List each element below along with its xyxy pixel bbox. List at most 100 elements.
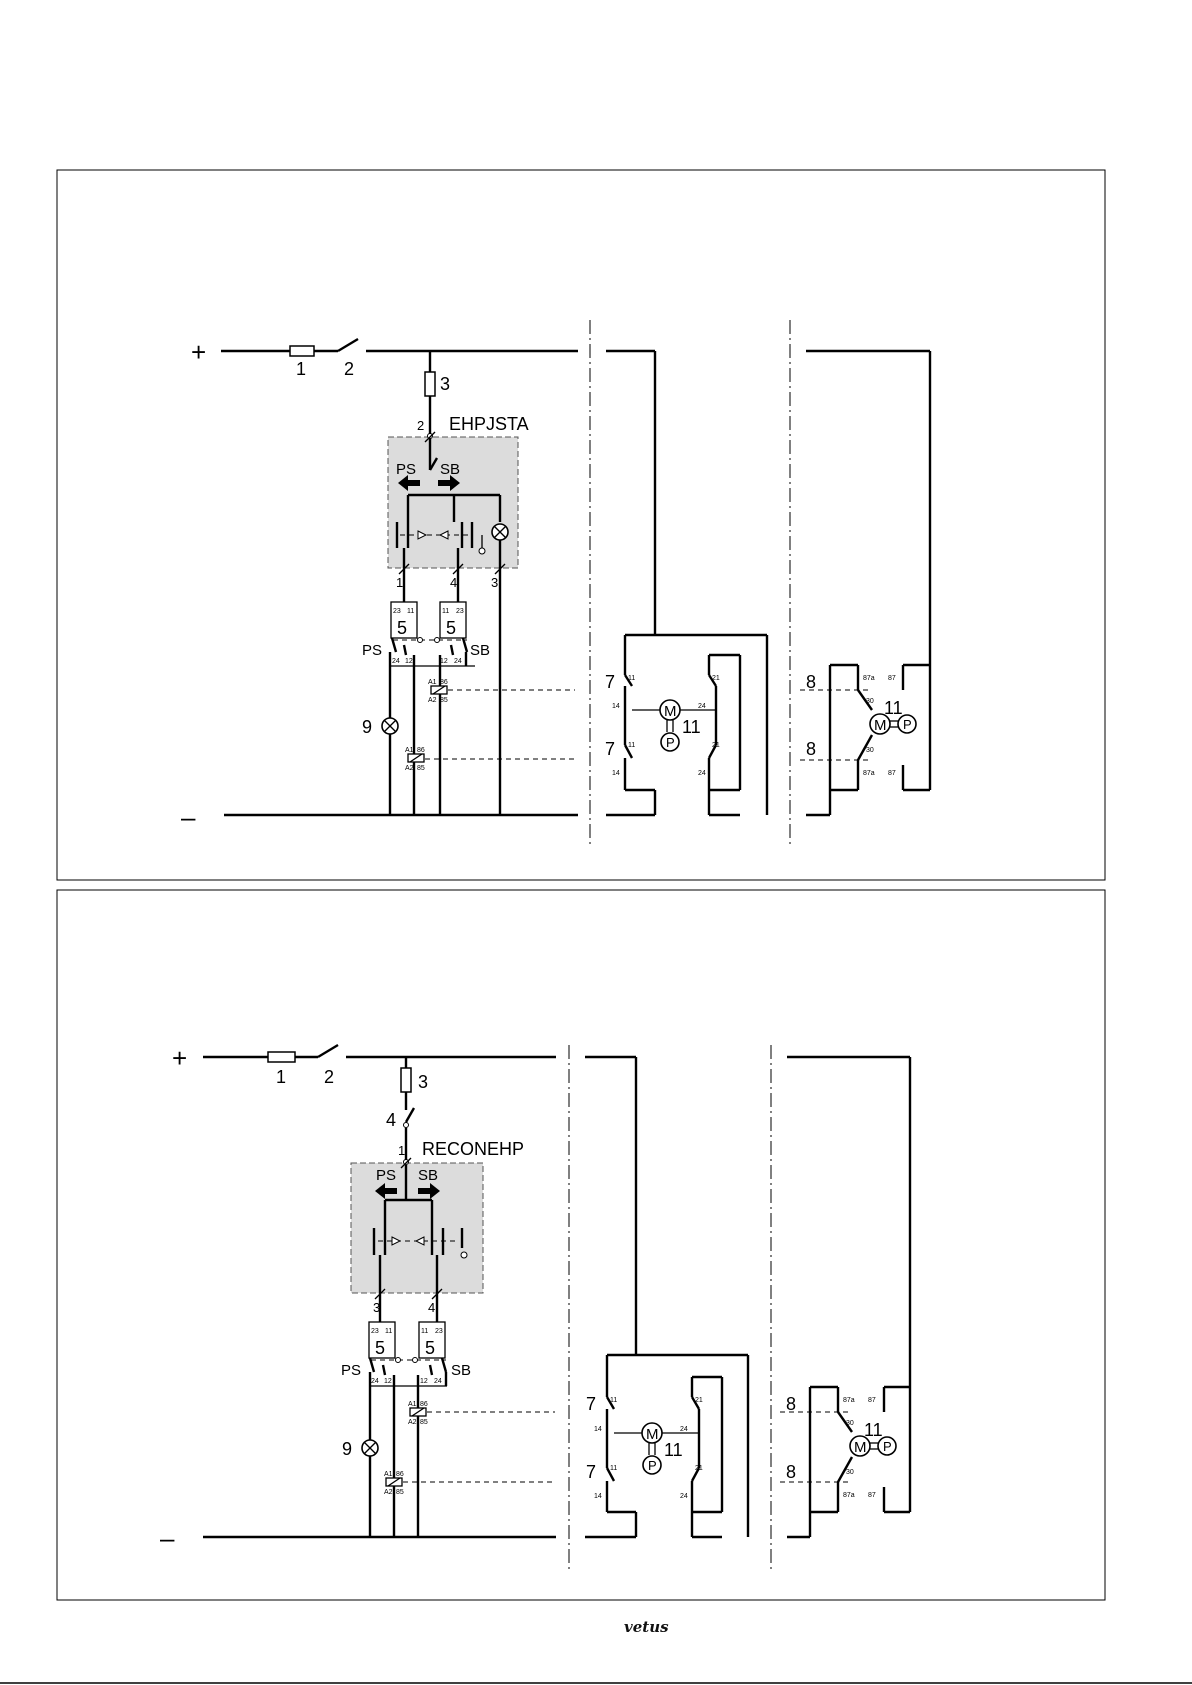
relay-5-ps-label: 5 xyxy=(397,618,407,638)
contact-label: 12 xyxy=(440,658,448,665)
ps-label: PS xyxy=(376,1167,396,1184)
contact-label: 86 xyxy=(440,679,448,686)
contact-label: 23 xyxy=(393,608,401,615)
contact-label: 87a xyxy=(843,1492,855,1499)
contact-label: 14 xyxy=(594,1426,602,1433)
fuse-1 xyxy=(267,1051,296,1063)
relay-sb-label: SB xyxy=(470,642,490,659)
contact-label: 12 xyxy=(384,1378,392,1385)
relay-5-sb xyxy=(418,1321,446,1359)
contact-label: 87a xyxy=(843,1397,855,1404)
terminal-3-label: 3 xyxy=(491,575,498,590)
contact-label: 30 xyxy=(846,1469,854,1476)
contact-label: 30 xyxy=(846,1420,854,1427)
motor-11-label-relay8: 11 xyxy=(884,698,903,718)
terminal-4-label: 4 xyxy=(428,1300,435,1315)
contact-label: 21 xyxy=(712,742,720,749)
contact-label: P xyxy=(883,1439,892,1454)
contact-label: 11 xyxy=(628,675,635,682)
contact-label: 23 xyxy=(456,608,464,615)
switch-2-label: 2 xyxy=(344,359,354,379)
terminal-4-label: 4 xyxy=(450,575,457,590)
relay-ps-label: PS xyxy=(341,1362,361,1379)
contact-label: 12 xyxy=(420,1378,428,1385)
fuse-1-label: 1 xyxy=(276,1067,286,1087)
contact-label: 87a xyxy=(863,675,875,682)
contact-label: M xyxy=(874,717,887,734)
contact-label: 24 xyxy=(680,1493,688,1500)
motor-11-icon-relay8 xyxy=(849,1435,871,1457)
contact-label: 11 xyxy=(610,1465,617,1472)
contact-label: A1 xyxy=(405,747,414,754)
contact-label: 12 xyxy=(405,658,413,665)
relay-5-sb-label: 5 xyxy=(446,618,456,638)
contact-label: 11 xyxy=(421,1328,428,1335)
contact-label: P xyxy=(903,717,912,732)
contact-label: 21 xyxy=(695,1397,703,1404)
contact-label: M xyxy=(854,1439,867,1456)
diagram-top: + – 1 2 3 2 EHPJSTA PS SB xyxy=(56,169,1106,881)
contact-label: 11 xyxy=(628,742,635,749)
contact-label: 14 xyxy=(594,1493,602,1500)
contact-label: A2 xyxy=(405,765,414,772)
panel-title-reconehp: RECONEHP xyxy=(422,1139,524,1159)
relay-8-lower-label: 8 xyxy=(806,739,816,759)
pump-icon xyxy=(660,732,680,752)
motor-11-icon xyxy=(641,1422,663,1444)
contact-label: 86 xyxy=(396,1471,404,1478)
contact-label: 86 xyxy=(417,747,425,754)
terminal-2-label: 2 xyxy=(417,418,424,433)
pump-icon xyxy=(642,1455,662,1475)
sb-label: SB xyxy=(418,1167,438,1184)
contact-label: 11 xyxy=(385,1328,392,1335)
contact-label: 24 xyxy=(392,658,400,665)
contact-label: A1 xyxy=(408,1401,417,1408)
arrow-left-icon xyxy=(375,1183,397,1199)
relay-5-sb xyxy=(439,601,467,639)
contact-label: A2 xyxy=(408,1419,417,1426)
terminal-1-label: 1 xyxy=(396,575,403,590)
contact-label: 87 xyxy=(868,1397,876,1404)
terminal-3-label: 3 xyxy=(373,1300,380,1315)
main-switch-2 xyxy=(317,1043,339,1059)
contact-label: 85 xyxy=(396,1489,404,1496)
relay-7-upper-label: 7 xyxy=(586,1394,596,1414)
contact-label: 24 xyxy=(698,770,706,777)
contact-label: 24 xyxy=(698,703,706,710)
minus-label: – xyxy=(160,1523,175,1553)
terminal-1-label: 1 xyxy=(398,1143,405,1158)
fuse-3-label: 3 xyxy=(440,374,450,394)
contact-label: 24 xyxy=(680,1426,688,1433)
relay-8-lower-label: 8 xyxy=(786,1462,796,1482)
panel-key-switch xyxy=(428,457,439,471)
relay-7-upper-label: 7 xyxy=(605,672,615,692)
diagram-bottom: + – 1 2 3 4 1 RECONEHP PS SB xyxy=(56,889,1106,1601)
panel-title-ehpjsta: EHPJSTA xyxy=(449,414,529,434)
vetus-logo: vetus xyxy=(624,1618,669,1636)
contact-label: 11 xyxy=(610,1397,617,1404)
main-switch-2 xyxy=(337,337,359,353)
ps-label: PS xyxy=(396,461,416,478)
fuse-1-label: 1 xyxy=(296,359,306,379)
plus-label: + xyxy=(191,337,206,367)
relay-7-lower-label: 7 xyxy=(605,739,615,759)
arrow-left-icon xyxy=(398,475,420,491)
fuse-3-label: 3 xyxy=(418,1072,428,1092)
contact-label: 24 xyxy=(434,1378,442,1385)
contact-label: P xyxy=(648,1458,657,1473)
plus-label: + xyxy=(172,1043,187,1073)
lamp-9-label: 9 xyxy=(362,717,372,737)
contact-label: 11 xyxy=(442,608,449,615)
contact-label: 30 xyxy=(866,698,874,705)
arrow-right-icon xyxy=(438,475,460,491)
relay-7-lower-label: 7 xyxy=(586,1462,596,1482)
contact-label: 87a xyxy=(863,770,875,777)
contact-label: 87 xyxy=(868,1492,876,1499)
contact-label: 30 xyxy=(866,747,874,754)
contact-label: M xyxy=(646,1426,659,1443)
motor-11-label-relay8: 11 xyxy=(864,1420,883,1440)
control-panel-reconehp xyxy=(350,1162,484,1294)
contact-label: 85 xyxy=(420,1419,428,1426)
